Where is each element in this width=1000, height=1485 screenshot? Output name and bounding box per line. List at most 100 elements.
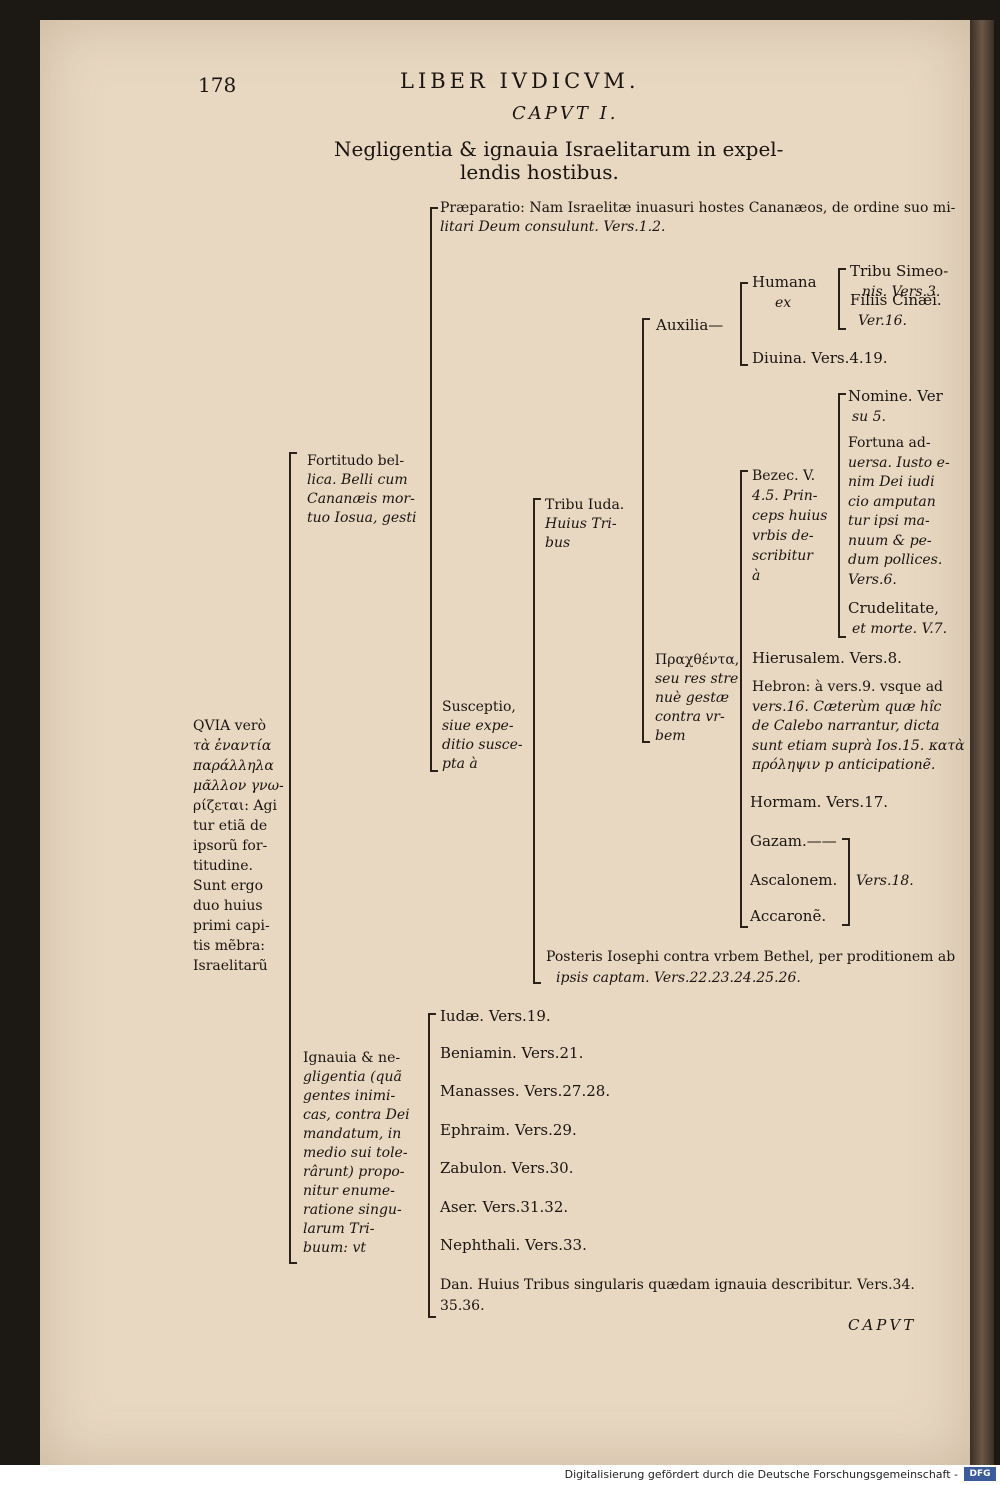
pracheis-line: contra vr-: [655, 709, 725, 725]
susceptio-block: Susceptio, siue expe- ditio susce- pta à: [442, 698, 534, 774]
bracket-root: [289, 452, 291, 1264]
gazam-label: Gazam.——: [750, 832, 837, 850]
tribe-entry: Aser. Vers.31.32.: [440, 1198, 569, 1216]
hebron-line: vers.16. Cæterùm quæ hîc: [752, 698, 942, 715]
bracket-tick: [842, 838, 850, 840]
posteris-line1: Posteris Iosephi contra vrbem Bethel, pe…: [546, 949, 956, 965]
fortitudo-block: Fortitudo bel- lica. Belli cum Cananæis …: [307, 452, 429, 528]
root-line: μᾶλλον γνω-: [193, 778, 284, 794]
bracket-bezec: [838, 393, 840, 638]
ignauia-line: cas, contra Dei: [303, 1107, 410, 1123]
fortuna-line: uersa. Iusto e-: [848, 454, 950, 471]
ignauia-line: ratione singu-: [303, 1202, 402, 1218]
tribe-entry: Iudæ. Vers.19.: [440, 1007, 551, 1025]
root-line: παράλληλα: [193, 758, 274, 774]
root-line: τὰ ἐναντία: [193, 738, 272, 754]
pracheis-block: Πραχθέντα, seu res stre nuè gestæ contra…: [655, 651, 743, 746]
bezec-line: 4.5. Prin-: [752, 488, 818, 504]
tribe-entry: Beniamin. Vers.21.: [440, 1044, 584, 1062]
fortitudo-line: lica. Belli cum: [307, 472, 408, 488]
root-line: Sunt ergo: [193, 878, 264, 894]
accarone-label: Accaronẽ.: [750, 907, 827, 925]
ignauia-line: rârunt) propo-: [303, 1164, 405, 1180]
bracket-tick: [838, 328, 846, 330]
bracket-tick: [740, 470, 748, 472]
bracket-tick: [740, 364, 748, 366]
susceptio-line: pta à: [442, 756, 478, 772]
ignauia-line: mandatum, in: [303, 1126, 402, 1142]
hebron-line: sunt etiam suprà Ios.15. κατὰ: [752, 737, 965, 754]
chapter-title-line2: lendis hostibus.: [460, 160, 619, 184]
crudelitate-line1: Crudelitate,: [848, 599, 940, 617]
fortuna-line: nuum & pe-: [848, 532, 932, 549]
bracket-tick: [430, 770, 438, 772]
book-edge: [970, 20, 994, 1465]
fortuna-line: cio amputan: [848, 493, 936, 510]
hebron-block: Hebron: à vers.9. vsque ad vers.16. Cæte…: [752, 678, 967, 776]
fortuna-line: Fortuna ad-: [848, 435, 931, 451]
ignauia-line: nitur enume-: [303, 1183, 395, 1199]
tribu-iuda-line: Huius Tri-: [545, 516, 617, 532]
tribe-entry: Ephraim. Vers.29.: [440, 1121, 577, 1139]
page-number: 178: [198, 73, 237, 97]
bracket-tick: [289, 452, 297, 454]
tribe-entry: Zabulon. Vers.30.: [440, 1159, 574, 1177]
fortuna-line: nim Dei iudi: [848, 474, 935, 490]
auxilia-label: Auxilia—: [656, 316, 724, 334]
diuina-label: Diuina. Vers.4.19.: [752, 349, 888, 367]
humana-line1: Humana: [752, 273, 817, 291]
chapter-heading: CAPVT I.: [512, 103, 619, 124]
bracket-susceptio: [533, 498, 535, 984]
running-title: LIBER IVDICVM.: [400, 69, 640, 93]
simeonis-line2: nis. Vers.3.: [862, 284, 941, 300]
bracket-tick: [289, 1262, 297, 1264]
bracket-fortitudo: [430, 207, 432, 772]
simeonis-line1: Tribu Simeo-: [850, 262, 949, 280]
bracket-tick: [838, 393, 846, 395]
pracheis-line: seu res stre: [655, 671, 739, 687]
fortuna-line: dum pollices.: [848, 552, 943, 568]
vers18-label: Vers.18.: [856, 873, 914, 889]
susceptio-line: Susceptio,: [442, 699, 516, 715]
cinaei-line1: Filiis Cinæi.: [850, 291, 942, 309]
fortuna-block: Fortuna ad- uersa. Iusto e- nim Dei iudi…: [848, 434, 966, 590]
dan-line1: Dan. Huius Tribus singularis quædam igna…: [440, 1277, 915, 1293]
pracheis-line: Πραχθέντα,: [655, 652, 740, 668]
tribu-iuda-block: Tribu Iuda. Huius Tri- bus: [545, 496, 641, 553]
hierusalem-label: Hierusalem. Vers.8.: [752, 649, 902, 667]
root-line: ρίζεται: Agi: [193, 798, 277, 814]
bezec-line: à: [752, 568, 761, 584]
ignauia-line: Ignauia & ne-: [303, 1050, 401, 1066]
dfg-logo: DFG: [964, 1467, 996, 1481]
ignauia-line: buum: vt: [303, 1240, 366, 1256]
dan-line2: 35.36.: [440, 1298, 485, 1314]
root-line: Israelitarũ: [193, 958, 268, 974]
nomine-line2: su 5.: [852, 409, 887, 425]
tribu-iuda-line: bus: [545, 535, 571, 551]
bezec-line: ceps huius: [752, 508, 828, 524]
fortitudo-line: Fortitudo bel-: [307, 453, 405, 469]
fortuna-line: Vers.6.: [848, 571, 897, 588]
bracket-tick: [428, 1316, 436, 1318]
fortuna-line: tur ipsi ma-: [848, 513, 930, 529]
bracket-tick: [430, 207, 438, 209]
bracket-tick: [740, 282, 748, 284]
susceptio-line: siue expe-: [442, 718, 514, 734]
bracket-tick: [838, 268, 846, 270]
fortitudo-line: tuo Iosua, gesti: [307, 510, 417, 526]
humana-line2: ex: [775, 295, 792, 311]
hebron-line: de Calebo narrantur, dicta: [752, 718, 940, 734]
bracket-tick: [428, 1013, 436, 1015]
posteris-line2: ipsis captam. Vers.22.23.24.25.26.: [556, 970, 801, 986]
susceptio-line: ditio susce-: [442, 737, 523, 753]
bracket-tick: [842, 924, 850, 926]
ignauia-block: Ignauia & ne- gligentia (quã gentes inim…: [303, 1049, 425, 1258]
cinaei-line2: Ver.16.: [858, 313, 907, 329]
bezec-line: Bezec. V.: [752, 468, 816, 484]
hebron-line: Hebron: à vers.9. vsque ad: [752, 679, 944, 695]
root-summary: QVIA verò τὰ ἐναντία παράλληλα μᾶλλον γν…: [193, 716, 288, 976]
book-page: [40, 20, 970, 1465]
tribe-entry: Nephthali. Vers.33.: [440, 1236, 587, 1254]
bracket-tick: [642, 318, 650, 320]
bezec-block: Bezec. V. 4.5. Prin- ceps huius vrbis de…: [752, 466, 838, 586]
